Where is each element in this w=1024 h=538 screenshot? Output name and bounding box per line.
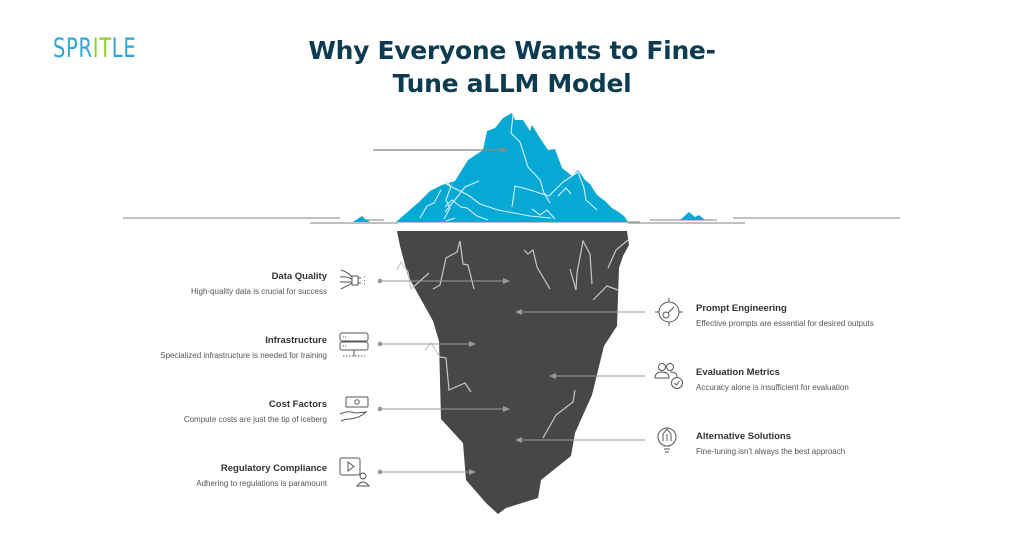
video-user-icon (339, 457, 371, 487)
small-ice-right (680, 212, 705, 220)
logo-part-3: LE (111, 33, 137, 64)
sprite-logo: SPRITLE (53, 33, 136, 64)
item-description: High-quality data is crucial for success (190, 287, 327, 296)
title-line-1: Why Everyone Wants to Fine- (308, 36, 716, 65)
server-icon (339, 332, 369, 357)
item-evaluation-metrics: Evaluation Metrics Accuracy alone is ins… (696, 366, 849, 394)
item-heading: Cost Factors (268, 399, 327, 410)
logo-part-1: SPR (53, 33, 93, 64)
item-heading: Evaluation Metrics (696, 367, 780, 378)
item-description: Fine-tuning isn't always the best approa… (696, 447, 846, 456)
item-cost-factors: Cost Factors Compute costs are just the … (184, 398, 327, 426)
item-prompt-engineering: Prompt Engineering Effective prompts are… (696, 302, 874, 330)
arrow-dot (377, 341, 383, 347)
item-data-quality: Data Quality High-quality data is crucia… (191, 270, 327, 298)
iceberg-underwater (397, 231, 629, 514)
title-line-2: Tune aLLM Model (392, 69, 632, 98)
money-hand-icon (339, 396, 369, 422)
item-description: Accuracy alone is insufficient for evalu… (696, 383, 849, 392)
users-check-icon (654, 363, 683, 389)
arrow-dot (377, 469, 383, 475)
item-heading: Data Quality (271, 271, 327, 282)
item-description: Adhering to regulations is paramount (196, 479, 327, 488)
arrow-dot (377, 406, 383, 412)
item-heading: Regulatory Compliance (220, 463, 327, 474)
page-title: Why Everyone Wants to Fine- Tune aLLM Mo… (260, 34, 764, 100)
logo-part-2: IT (92, 33, 112, 64)
item-regulatory-compliance: Regulatory Compliance Adhering to regula… (196, 462, 327, 490)
item-heading: Infrastructure (265, 335, 327, 346)
small-ice-left (353, 216, 370, 222)
data-funnel-icon (339, 269, 365, 290)
item-description: Effective prompts are essential for desi… (696, 319, 874, 328)
tip-cracks (419, 114, 598, 222)
item-heading: Alternative Solutions (696, 431, 792, 442)
lightbulb-pen-icon (657, 427, 677, 453)
item-infrastructure: Infrastructure Specialized infrastructur… (160, 334, 327, 362)
arrow-dot (377, 278, 383, 284)
item-heading: Prompt Engineering (696, 303, 787, 314)
item-description: Specialized infrastructure is needed for… (160, 351, 327, 360)
item-description: Compute costs are just the tip of iceber… (183, 415, 327, 424)
target-key-icon (655, 298, 683, 326)
iceberg-tip (396, 113, 628, 222)
item-alternative-solutions: Alternative Solutions Fine-tuning isn't … (696, 430, 845, 458)
